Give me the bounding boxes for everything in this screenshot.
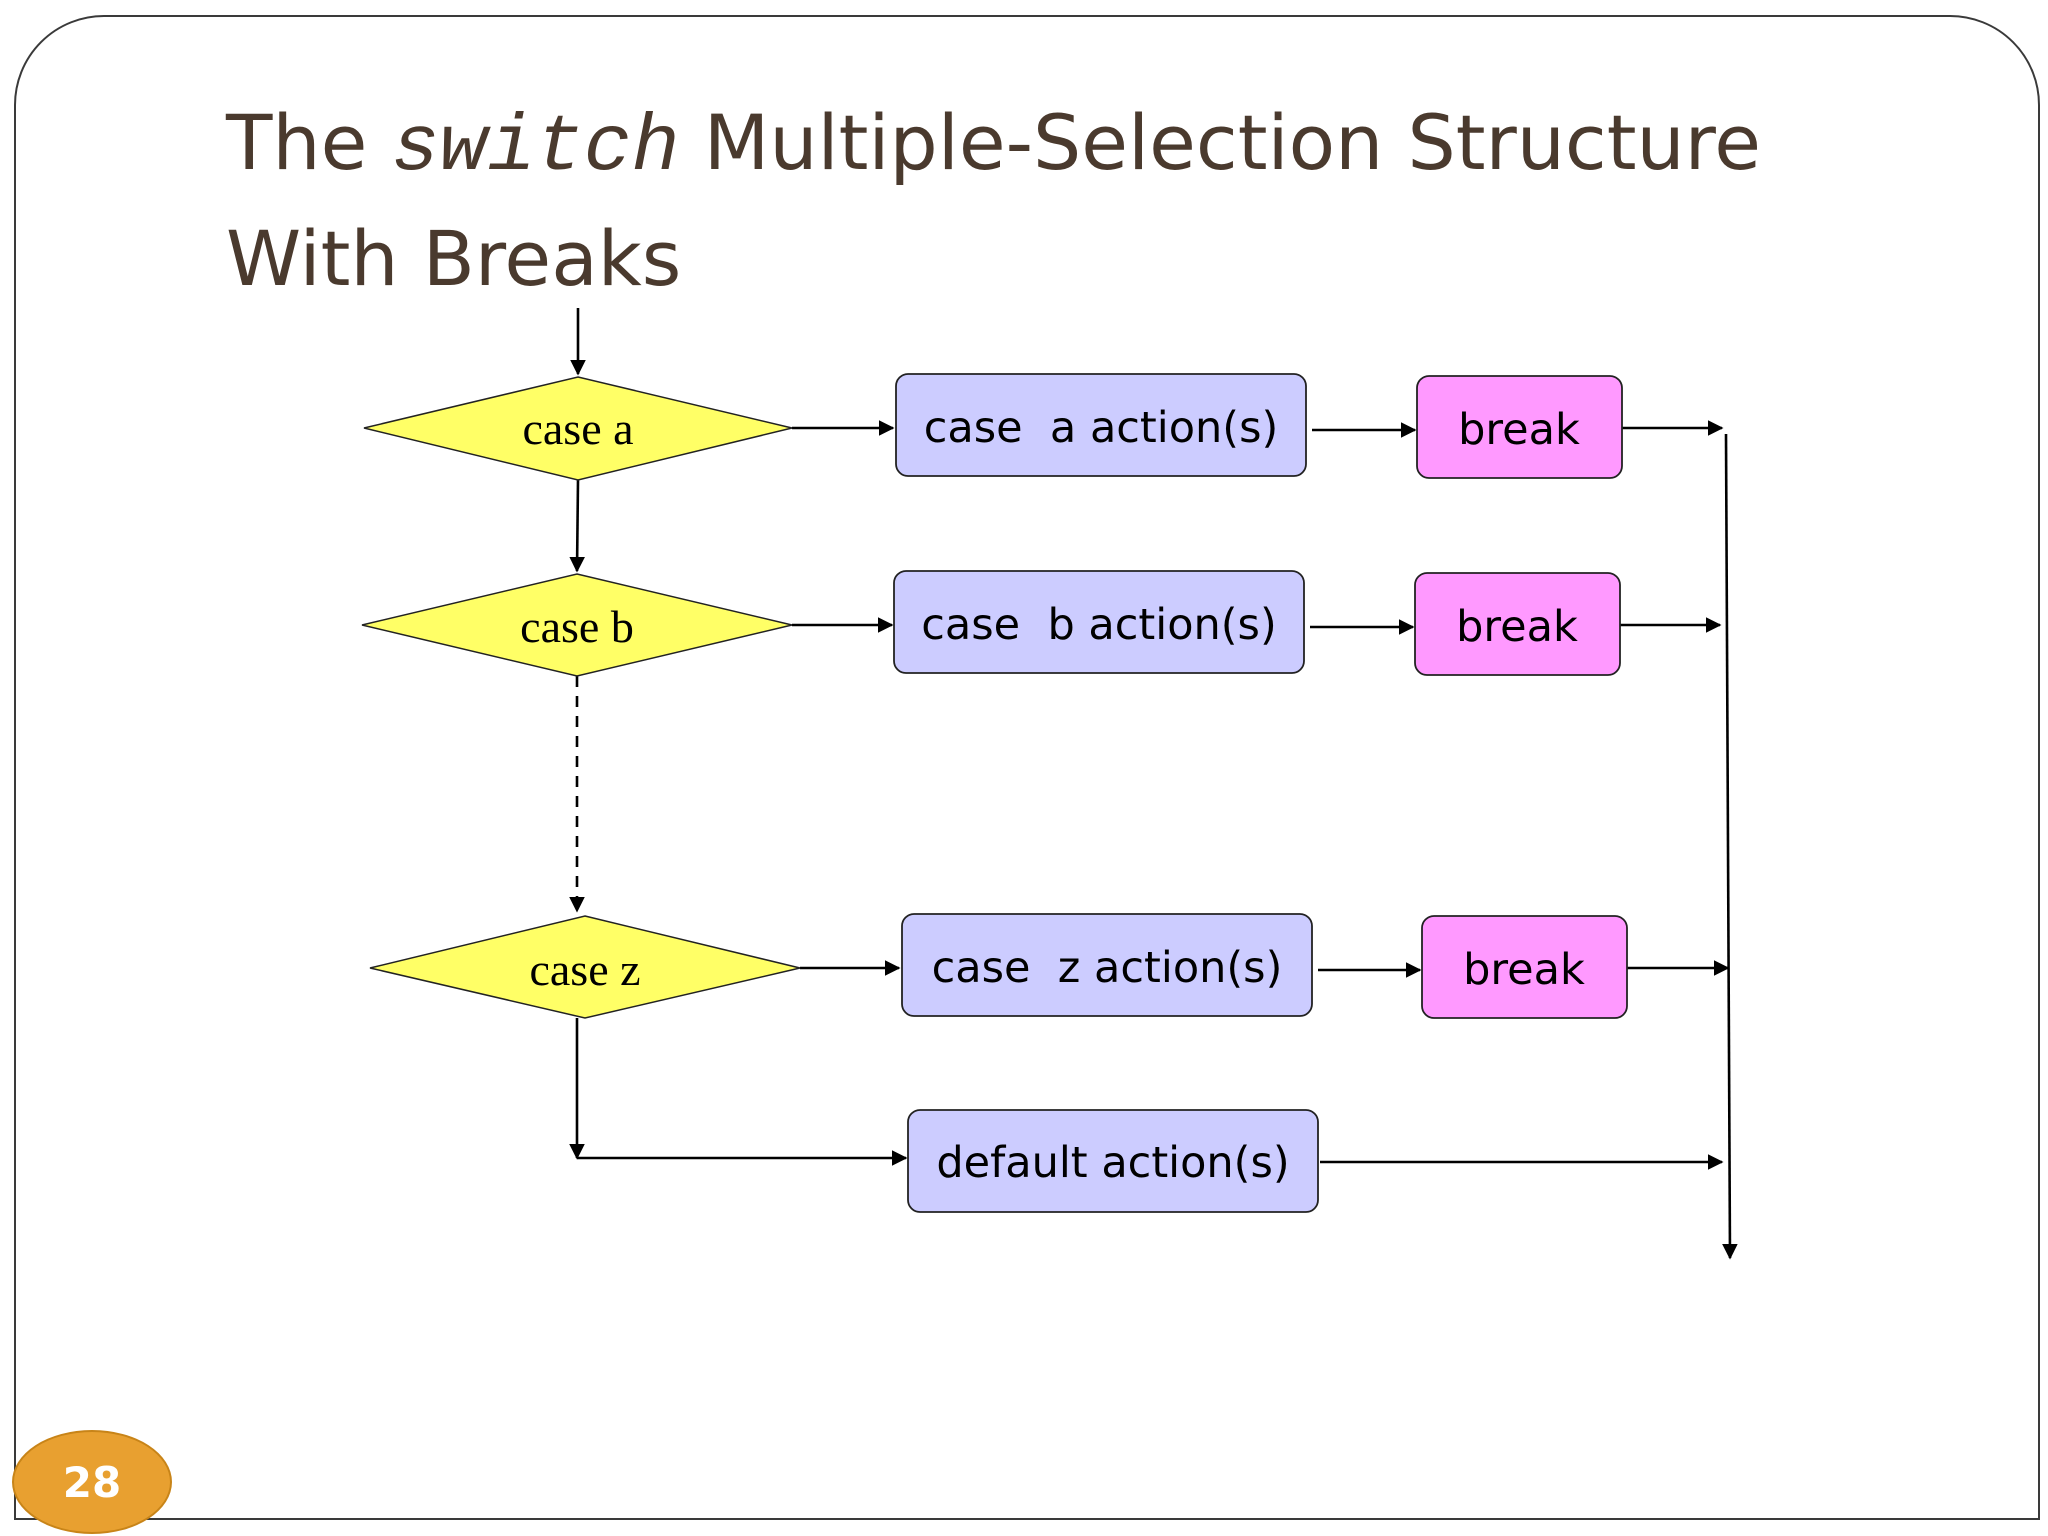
- decision-case-z-label: case z: [529, 944, 640, 995]
- title-prefix: The: [226, 98, 368, 187]
- break-case-b-label: break: [1456, 602, 1578, 652]
- decision-case-b: case b: [361, 573, 793, 677]
- action-box-default: default action(s): [907, 1109, 1319, 1213]
- action-default-label: default action(s): [936, 1138, 1289, 1188]
- action-box-case-z: case z action(s): [901, 913, 1313, 1017]
- action-case-a-label: case a action(s): [924, 403, 1279, 453]
- break-case-z-label: break: [1463, 945, 1585, 995]
- decision-case-a: case a: [363, 376, 793, 481]
- break-box-case-b: break: [1414, 572, 1621, 676]
- action-case-b-label: case b action(s): [921, 600, 1276, 650]
- action-box-case-b: case b action(s): [893, 570, 1305, 674]
- case-a-to-case-b-arrow: [569, 479, 585, 573]
- title-line-2: With Breaks: [226, 214, 682, 303]
- slide-frame: [14, 15, 2040, 1520]
- exit-line-arrow: [1722, 433, 1738, 1260]
- decision-case-b-label: case b: [520, 601, 634, 652]
- break-box-case-z: break: [1421, 915, 1628, 1019]
- title-suffix: Multiple-Selection Structure: [703, 98, 1761, 187]
- decision-case-z: case z: [369, 915, 801, 1019]
- action-case-z-label: case z action(s): [932, 943, 1283, 993]
- break-box-case-a: break: [1416, 375, 1623, 479]
- page-number-badge: 28: [12, 1430, 172, 1534]
- break-case-a-label: break: [1458, 405, 1580, 455]
- title-keyword: switch: [391, 103, 680, 194]
- action-box-case-a: case a action(s): [895, 373, 1307, 477]
- decision-case-a-label: case a: [522, 403, 633, 454]
